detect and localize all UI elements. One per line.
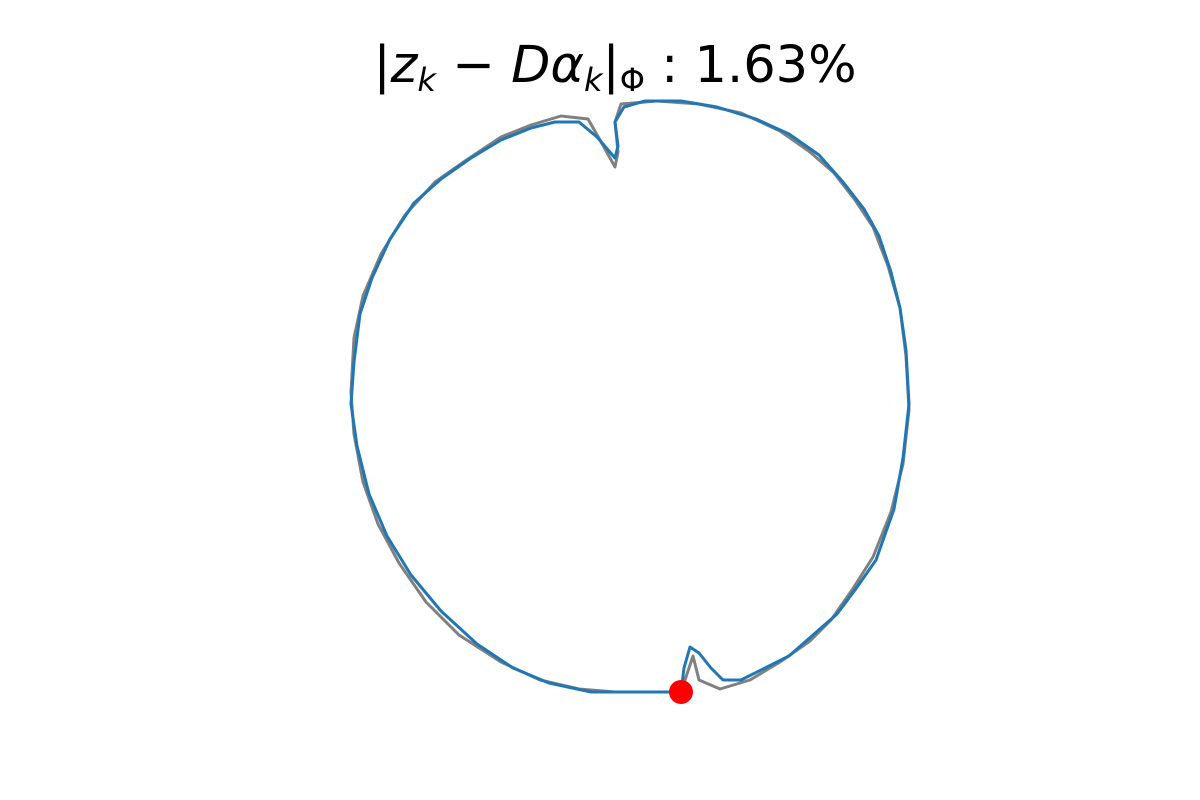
title-colon: : <box>645 36 695 95</box>
title-bar-left: | <box>373 36 390 95</box>
title-bar-right: | <box>603 36 620 95</box>
title-sub-phi: Φ <box>620 61 645 99</box>
title-D: D <box>511 36 550 95</box>
plot-area <box>349 99 911 704</box>
title-minus: − <box>436 36 511 95</box>
title-z: z <box>390 36 419 95</box>
series-line-reconstruction <box>349 99 911 694</box>
chart-title: |zk − Dαk|Φ : 1.63% <box>373 36 856 99</box>
title-alpha: α <box>550 36 584 95</box>
title-sub-k1: k <box>417 61 437 99</box>
title-value: 1.63% <box>695 36 857 95</box>
start-point-marker <box>669 680 693 704</box>
title-sub-k2: k <box>584 61 604 99</box>
